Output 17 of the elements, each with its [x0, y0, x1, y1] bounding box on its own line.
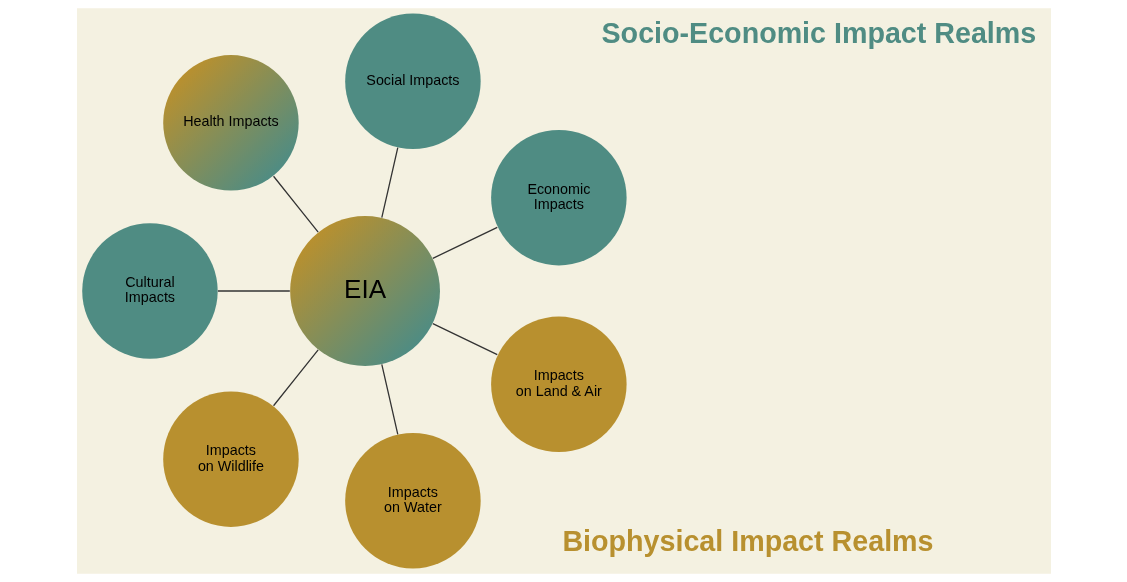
connector — [216, 290, 290, 292]
node-circle: Health Impacts — [162, 55, 299, 191]
label: Socio-Economic Impact Realms — [601, 16, 1036, 49]
node-circle: Impacts on Land & Air — [490, 316, 627, 453]
node-circle: Impacts on Wildlife — [162, 391, 299, 527]
node-circle: Impacts on Water — [344, 432, 481, 569]
connector — [272, 175, 319, 233]
node-circle: EIA — [289, 216, 440, 366]
node-circle: Economic Impacts — [490, 129, 627, 266]
node-circle: Cultural Impacts — [81, 223, 218, 359]
connector — [431, 226, 498, 259]
connector — [272, 349, 319, 407]
connector — [380, 146, 398, 219]
label: Biophysical Impact Realms — [561, 525, 934, 558]
connector — [380, 363, 398, 436]
connector — [431, 323, 498, 356]
node-circle: Social Impacts — [344, 13, 481, 150]
